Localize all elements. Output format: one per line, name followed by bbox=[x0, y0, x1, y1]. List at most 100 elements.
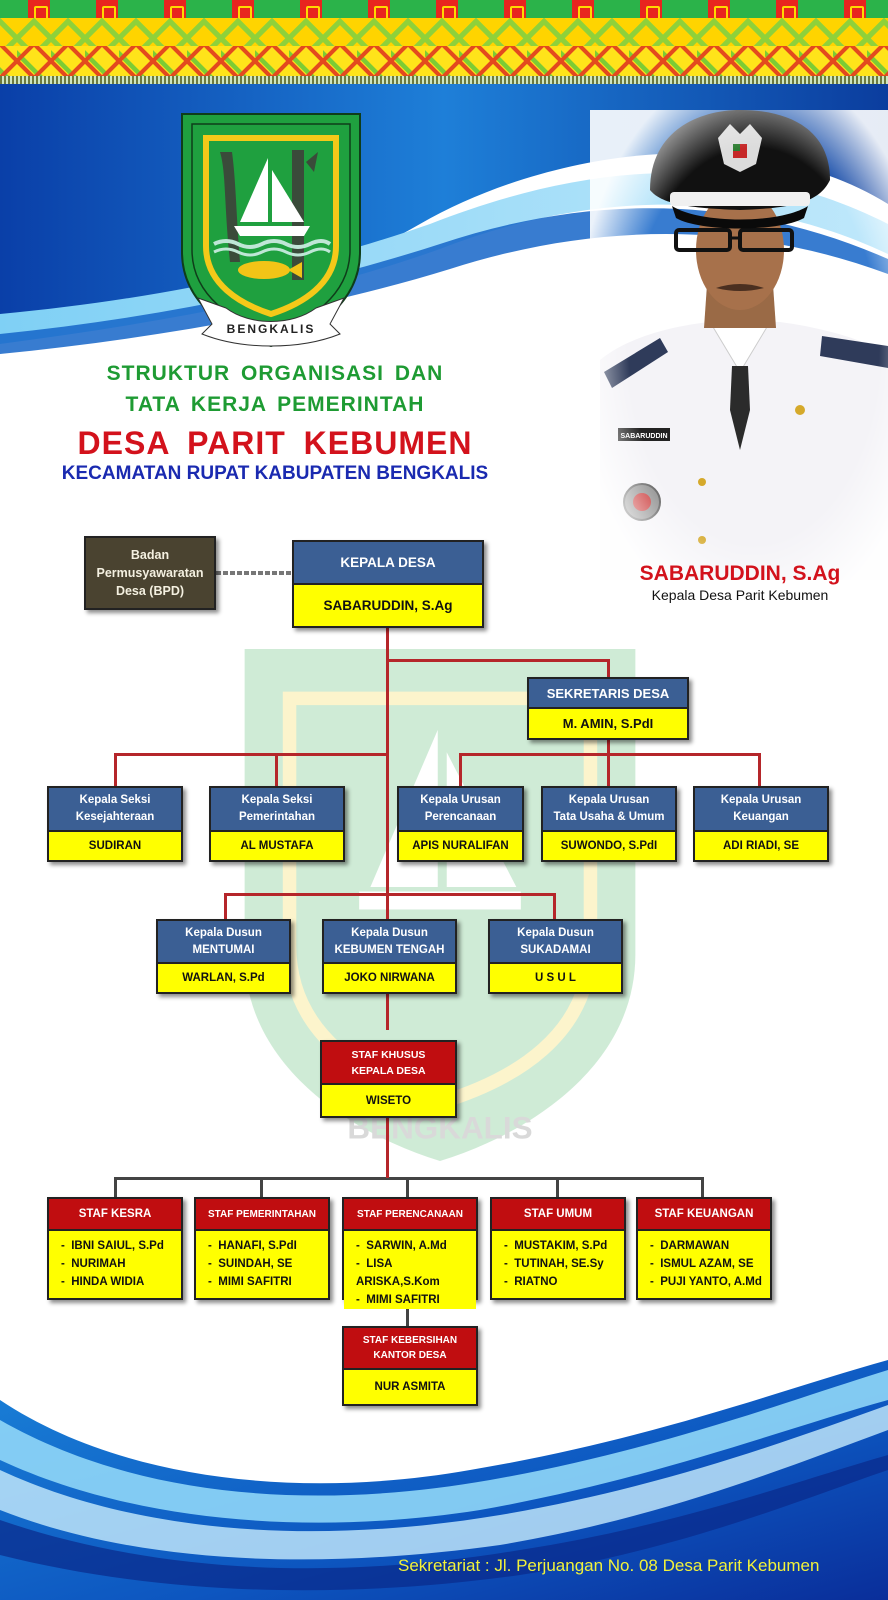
box-name: U S U L bbox=[490, 964, 621, 992]
connector bbox=[260, 1177, 263, 1197]
staf-umum-box[interactable]: STAF UMUM MUSTAKIM, S.Pd TUTINAH, SE.Sy … bbox=[490, 1197, 626, 1300]
box-name: SUDIRAN bbox=[49, 832, 181, 860]
member: DARMAWAN bbox=[650, 1237, 770, 1255]
portrait-caption: SABARUDDIN, S.Ag Kepala Desa Parit Kebum… bbox=[620, 562, 860, 604]
box-title: SEKRETARIS DESA bbox=[529, 679, 687, 709]
connector bbox=[224, 893, 227, 919]
connector bbox=[607, 740, 610, 786]
connector bbox=[701, 1177, 704, 1197]
box-title: KEPALA DESA bbox=[294, 542, 482, 585]
member: SARWIN, A.Md bbox=[356, 1237, 476, 1255]
box-title: STAF UMUM bbox=[492, 1199, 624, 1231]
member-list: IBNI SAIUL, S.Pd NURIMAH HINDA WIDIA bbox=[49, 1231, 181, 1291]
connector bbox=[386, 659, 610, 662]
connector bbox=[556, 1177, 559, 1197]
sekretaris-desa-box[interactable]: SEKRETARIS DESA M. AMIN, S.PdI bbox=[527, 677, 689, 740]
connector bbox=[758, 753, 761, 786]
ornament-strip bbox=[0, 76, 888, 84]
village-name: DESA PARIT KEBUMEN bbox=[77, 425, 473, 461]
box-name: AL MUSTAFA bbox=[211, 832, 343, 860]
connector bbox=[114, 1177, 704, 1180]
title-line-2: TATA KERJA PEMERINTAH bbox=[125, 393, 425, 416]
staf-keuangan-box[interactable]: STAF KEUANGAN DARMAWAN ISMUL AZAM, SE PU… bbox=[636, 1197, 772, 1300]
box-name: JOKO NIRWANA bbox=[324, 964, 455, 992]
connector bbox=[406, 1300, 409, 1326]
connector bbox=[459, 753, 761, 756]
member: MIMI SAFITRI bbox=[356, 1291, 476, 1309]
connector bbox=[607, 659, 610, 677]
member: HANAFI, S.PdI bbox=[208, 1237, 328, 1255]
connector bbox=[224, 893, 556, 896]
box-name: M. AMIN, S.PdI bbox=[529, 709, 687, 738]
member: IBNI SAIUL, S.Pd bbox=[61, 1237, 181, 1255]
member-list: SARWIN, A.Md LISA ARISKA,S.Kom MIMI SAFI… bbox=[344, 1231, 476, 1309]
caption-name: SABARUDDIN, S.Ag bbox=[639, 562, 841, 585]
village-head-portrait: SABARUDDIN bbox=[590, 110, 888, 580]
caption-role: Kepala Desa Parit Kebumen bbox=[651, 587, 829, 603]
box-name: WISETO bbox=[322, 1085, 455, 1116]
box-name: SABARUDDIN, S.Ag bbox=[294, 585, 482, 626]
connector bbox=[386, 628, 389, 1030]
member: MIMI SAFITRI bbox=[208, 1273, 328, 1291]
member: SUINDAH, SE bbox=[208, 1255, 328, 1273]
ornament-pattern bbox=[0, 46, 888, 76]
footer-address: Sekretariat : Jl. Perjuangan No. 08 Desa… bbox=[398, 1556, 820, 1575]
staf-pemerintahan-box[interactable]: STAF PEMERINTAHAN HANAFI, S.PdI SUINDAH,… bbox=[194, 1197, 330, 1300]
box-name: APIS NURALIFAN bbox=[399, 832, 522, 860]
member: LISA ARISKA,S.Kom bbox=[356, 1255, 476, 1291]
member: PUJI YANTO, A.Md bbox=[650, 1273, 770, 1291]
member: MUSTAKIM, S.Pd bbox=[504, 1237, 624, 1255]
box-name: SUWONDO, S.PdI bbox=[543, 832, 675, 860]
member-list: DARMAWAN ISMUL AZAM, SE PUJI YANTO, A.Md bbox=[638, 1231, 770, 1291]
connector bbox=[553, 893, 556, 919]
staf-perencanaan-box[interactable]: STAF PERENCANAAN SARWIN, A.Md LISA ARISK… bbox=[342, 1197, 478, 1309]
box-title: STAF KESRA bbox=[49, 1199, 181, 1231]
bengkalis-coat-of-arms-icon: BENGKALIS bbox=[180, 112, 362, 348]
box-title: STAF PEMERINTAHAN bbox=[196, 1199, 328, 1231]
bpd-label-1: Badan bbox=[130, 548, 170, 562]
ornamental-border bbox=[0, 0, 888, 84]
member: HINDA WIDIA bbox=[61, 1273, 181, 1291]
connector bbox=[114, 753, 388, 756]
kepala-desa-box[interactable]: KEPALA DESA SABARUDDIN, S.Ag bbox=[292, 540, 484, 628]
connector bbox=[114, 753, 117, 786]
member: NURIMAH bbox=[61, 1255, 181, 1273]
member: RIATNO bbox=[504, 1273, 624, 1291]
member-list: HANAFI, S.PdI SUINDAH, SE MIMI SAFITRI bbox=[196, 1231, 328, 1291]
box-name: ADI RIADI, SE bbox=[695, 832, 827, 860]
bpd-dashed-connector bbox=[216, 571, 292, 575]
connector bbox=[406, 1177, 409, 1197]
district-name: KECAMATAN RUPAT KABUPATEN BENGKALIS bbox=[61, 463, 489, 484]
bpd-box[interactable]: Badan Permusyawaratan Desa (BPD) bbox=[84, 536, 216, 610]
member: ISMUL AZAM, SE bbox=[650, 1255, 770, 1273]
connector bbox=[275, 753, 278, 786]
connector bbox=[386, 1118, 389, 1178]
staf-kesra-box[interactable]: STAF KESRA IBNI SAIUL, S.Pd NURIMAH HIND… bbox=[47, 1197, 183, 1300]
box-name: NUR ASMITA bbox=[344, 1370, 476, 1404]
connector bbox=[459, 753, 462, 786]
box-title: STAF KEUANGAN bbox=[638, 1199, 770, 1231]
logo-ribbon-text: BENGKALIS bbox=[227, 322, 316, 336]
member-list: MUSTAKIM, S.Pd TUTINAH, SE.Sy RIATNO bbox=[492, 1231, 624, 1291]
box-title: STAF PERENCANAAN bbox=[344, 1199, 476, 1231]
bpd-label-3: Desa (BPD) bbox=[115, 584, 185, 598]
